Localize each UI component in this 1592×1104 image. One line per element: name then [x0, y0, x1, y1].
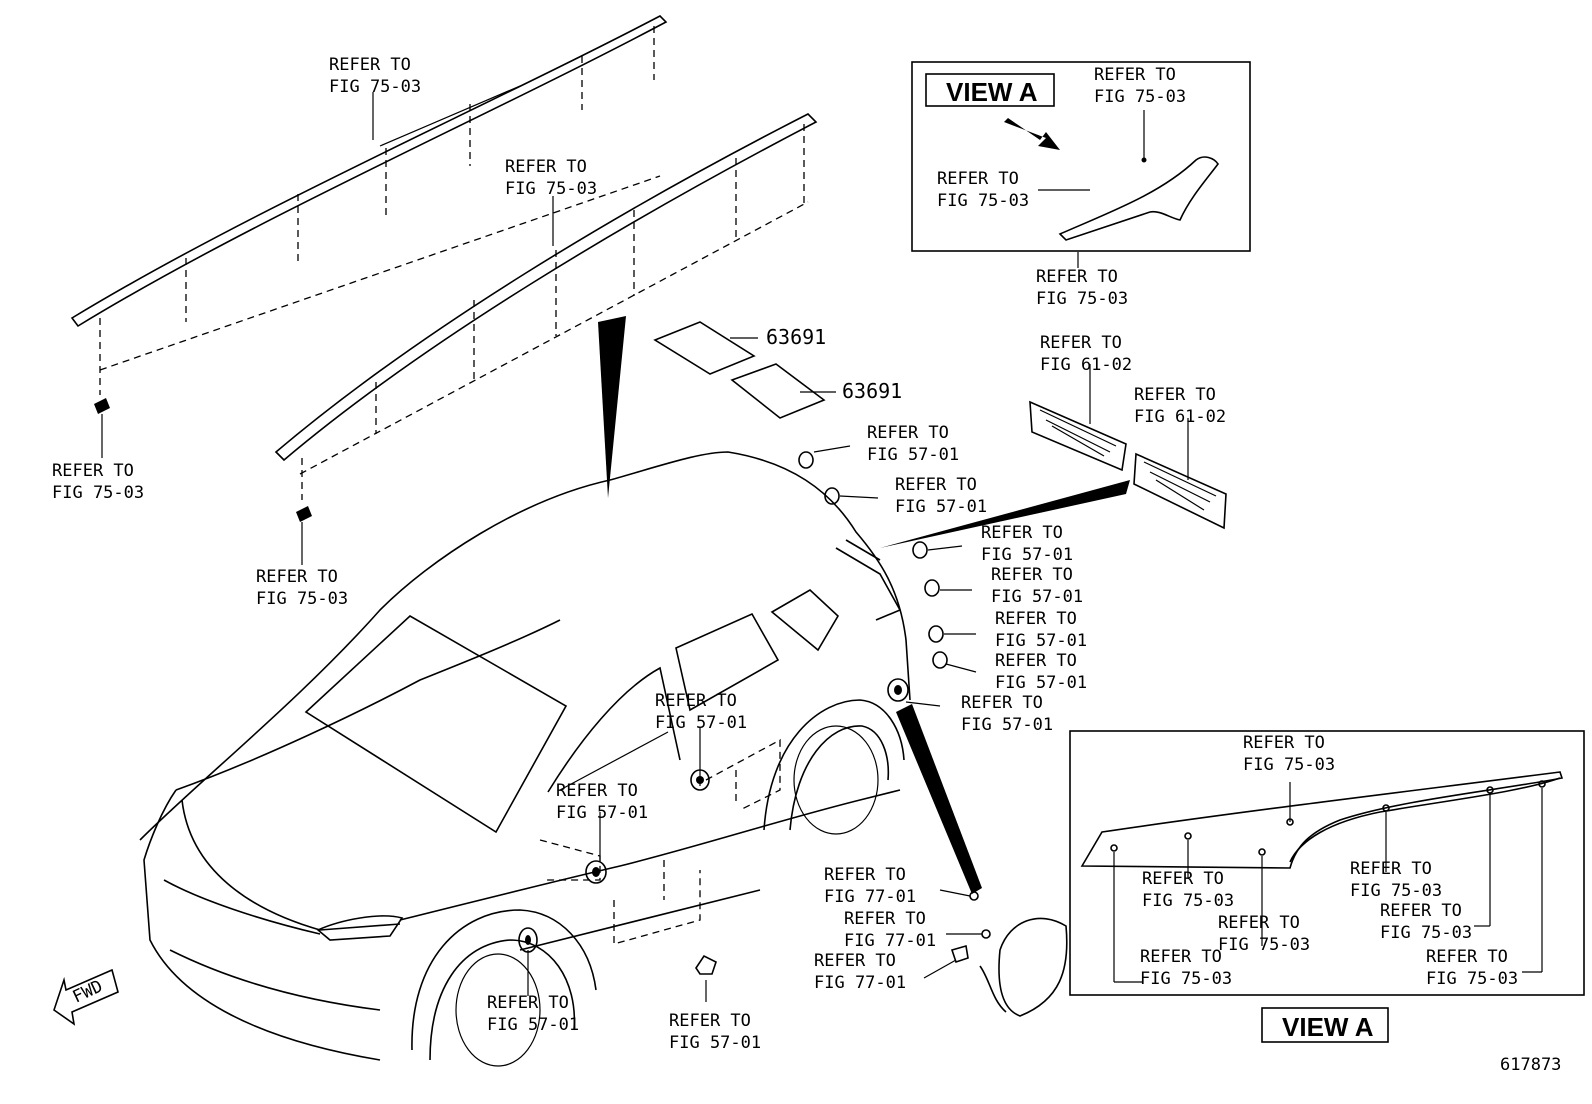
label-fig: FIG 75-03	[1243, 755, 1335, 775]
label-fig: FIG 57-01	[867, 445, 959, 465]
label-fig: FIG 61-02	[1040, 355, 1132, 375]
label-fig: FIG 57-01	[669, 1033, 761, 1053]
label-refer: REFER TO	[556, 781, 638, 801]
roof-rail-upper	[70, 15, 668, 458]
vehicle-body	[139, 451, 911, 1067]
label-fig: FIG 77-01	[824, 887, 916, 907]
label-refer: REFER TO	[487, 993, 569, 1013]
callout-labels: REFER TO FIG 75-03 REFER TO FIG 75-03 RE…	[52, 55, 1561, 1075]
label-fig: FIG 57-01	[961, 715, 1053, 735]
label-fig: FIG 57-01	[981, 545, 1073, 565]
roof-decal-pads	[653, 321, 836, 419]
label-fig: FIG 75-03	[937, 191, 1029, 211]
label-refer: REFER TO	[329, 55, 411, 75]
label-fig: FIG 75-03	[1380, 923, 1472, 943]
roof-rail-lower	[274, 113, 818, 565]
view-arrow-icon	[1004, 118, 1060, 150]
body-plugs	[518, 678, 941, 1002]
label-refer: REFER TO	[991, 565, 1073, 585]
label-refer: REFER TO	[867, 423, 949, 443]
label-refer: REFER TO	[1140, 947, 1222, 967]
label-refer: REFER TO	[895, 475, 977, 495]
clip-icon	[94, 398, 110, 414]
label-refer: REFER TO	[995, 651, 1077, 671]
label-fig: FIG 75-03	[1426, 969, 1518, 989]
clip-icon	[296, 506, 312, 522]
label-fig: FIG 75-03	[1142, 891, 1234, 911]
label-refer: REFER TO	[1036, 267, 1118, 287]
label-fig: FIG 57-01	[991, 587, 1083, 607]
view-a-bottom-box: VIEW A	[1069, 730, 1585, 1043]
fwd-label: FWD	[70, 976, 106, 1007]
view-a-top-box: VIEW A	[911, 61, 1251, 268]
label-refer: REFER TO	[1218, 913, 1300, 933]
label-refer: REFER TO	[669, 1011, 751, 1031]
label-fig: FIG 75-03	[329, 77, 421, 97]
label-fig: FIG 77-01	[814, 973, 906, 993]
drawing-number: 617873	[1500, 1055, 1561, 1075]
label-fig: FIG 75-03	[1350, 881, 1442, 901]
label-fig: FIG 61-02	[1134, 407, 1226, 427]
label-fig: FIG 75-03	[256, 589, 348, 609]
label-refer: REFER TO	[1243, 733, 1325, 753]
label-refer: REFER TO	[1380, 901, 1462, 921]
part-number-63691: 63691	[842, 379, 902, 403]
side-plugs	[798, 445, 977, 673]
view-a-title-top: VIEW A	[946, 77, 1038, 107]
label-fig: FIG 57-01	[655, 713, 747, 733]
tail-lamp-assemblies	[880, 364, 1227, 548]
label-fig: FIG 57-01	[556, 803, 648, 823]
label-refer: REFER TO	[256, 567, 338, 587]
pointer-wedge	[598, 316, 626, 498]
label-refer: REFER TO	[844, 909, 926, 929]
label-refer: REFER TO	[814, 951, 896, 971]
label-refer: REFER TO	[1142, 869, 1224, 889]
part-number-63691: 63691	[766, 325, 826, 349]
label-refer: REFER TO	[1094, 65, 1176, 85]
label-refer: REFER TO	[824, 865, 906, 885]
label-fig: FIG 57-01	[995, 631, 1087, 651]
label-fig: FIG 75-03	[505, 179, 597, 199]
label-refer: REFER TO	[655, 691, 737, 711]
label-fig: FIG 57-01	[895, 497, 987, 517]
label-refer: REFER TO	[1134, 385, 1216, 405]
fuel-door	[896, 704, 1068, 1017]
label-refer: REFER TO	[937, 169, 1019, 189]
label-refer: REFER TO	[52, 461, 134, 481]
label-fig: FIG 57-01	[995, 673, 1087, 693]
label-fig: FIG 75-03	[1218, 935, 1310, 955]
label-refer: REFER TO	[1040, 333, 1122, 353]
label-refer: REFER TO	[995, 609, 1077, 629]
label-refer: REFER TO	[1426, 947, 1508, 967]
label-fig: FIG 75-03	[52, 483, 144, 503]
label-fig: FIG 75-03	[1094, 87, 1186, 107]
label-fig: FIG 75-03	[1036, 289, 1128, 309]
label-refer: REFER TO	[961, 693, 1043, 713]
label-fig: FIG 57-01	[487, 1015, 579, 1035]
label-fig: FIG 77-01	[844, 931, 936, 951]
label-refer: REFER TO	[1350, 859, 1432, 879]
fwd-arrow-icon: FWD	[53, 968, 119, 1026]
label-refer: REFER TO	[505, 157, 587, 177]
label-fig: FIG 75-03	[1140, 969, 1232, 989]
label-refer: REFER TO	[981, 523, 1063, 543]
view-a-title-bottom: VIEW A	[1282, 1012, 1374, 1042]
